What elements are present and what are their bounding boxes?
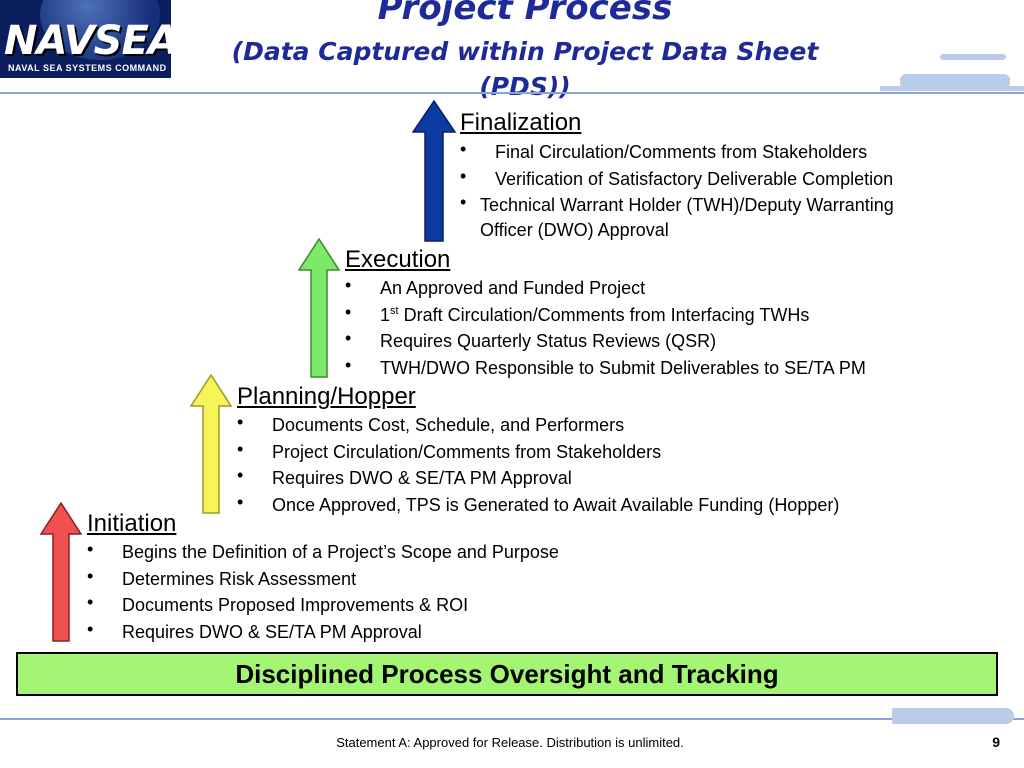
execution-title: Execution <box>345 246 451 273</box>
page-title: Project Process <box>377 0 673 28</box>
initiation-list: •Begins the Definition of a Project’s Sc… <box>87 539 559 645</box>
list-item: •Project Circulation/Comments from Stake… <box>237 438 662 462</box>
page-subtitle-line-1: (Data Captured within Project Data Sheet <box>231 37 819 66</box>
oversight-banner: Disciplined Process Oversight and Tracki… <box>16 652 998 696</box>
navsea-logo: NAVSEA NAVAL SEA SYSTEMS COMMAND <box>0 0 171 78</box>
list-item: •Requires DWO & SE/TA PM Approval <box>87 618 422 642</box>
header-divider <box>0 92 1024 94</box>
list-item: •Begins the Definition of a Project’s Sc… <box>87 539 559 562</box>
execution-list: •An Approved and Funded Project •1st Dra… <box>345 275 866 381</box>
page-number: 9 <box>992 734 1000 750</box>
list-item: •Documents Cost, Schedule, and Performer… <box>237 412 625 435</box>
list-item: •Verification of Satisfactory Deliverabl… <box>460 165 894 189</box>
page-subtitle: (Data Captured within Project Data Sheet… <box>210 34 840 104</box>
finalization-arrow-icon <box>412 100 456 242</box>
footer-divider <box>0 718 1024 720</box>
list-item: •An Approved and Funded Project <box>345 275 646 298</box>
submarine-silhouette-icon <box>892 708 1014 724</box>
ship-silhouette-icon-2 <box>900 74 1010 86</box>
list-item: •1st Draft Circulation/Comments from Int… <box>345 301 810 325</box>
ship-silhouette-icon <box>940 54 1006 60</box>
initiation-title: Initiation <box>87 510 177 537</box>
list-item: •Requires Quarterly Status Reviews (QSR) <box>345 328 717 352</box>
list-item: •Final Circulation/Comments from Stakeho… <box>460 139 868 162</box>
ship-hull-icon <box>880 86 1024 91</box>
finalization-list: •Final Circulation/Comments from Stakeho… <box>460 139 893 192</box>
page-subtitle-line-2: (PDS)) <box>479 72 571 101</box>
logo-subtitle: NAVAL SEA SYSTEMS COMMAND <box>8 63 167 73</box>
logo-wordmark: NAVSEA <box>4 18 171 64</box>
distribution-statement: Statement A: Approved for Release. Distr… <box>336 735 684 750</box>
finalization-title: Finalization <box>460 109 582 136</box>
list-item: •TWH/DWO Responsible to Submit Deliverab… <box>345 354 866 378</box>
list-item: •Requires DWO & SE/TA PM Approval <box>237 465 572 489</box>
planning-list: •Documents Cost, Schedule, and Performer… <box>237 412 839 518</box>
list-item-continuation: Officer (DWO) Approval <box>480 219 669 240</box>
planning-title: Planning/Hopper <box>237 383 416 410</box>
execution-arrow-icon <box>298 238 340 378</box>
list-item: •Determines Risk Assessment <box>87 565 357 589</box>
finalization-list-2: •Technical Warrant Holder (TWH)/Deputy W… <box>460 192 894 241</box>
planning-arrow-icon <box>190 374 232 514</box>
list-item: •Documents Proposed Improvements & ROI <box>87 592 469 616</box>
initiation-arrow-icon <box>40 502 82 642</box>
list-item: •Once Approved, TPS is Generated to Awai… <box>237 491 840 515</box>
list-item: •Technical Warrant Holder (TWH)/Deputy W… <box>460 192 894 215</box>
